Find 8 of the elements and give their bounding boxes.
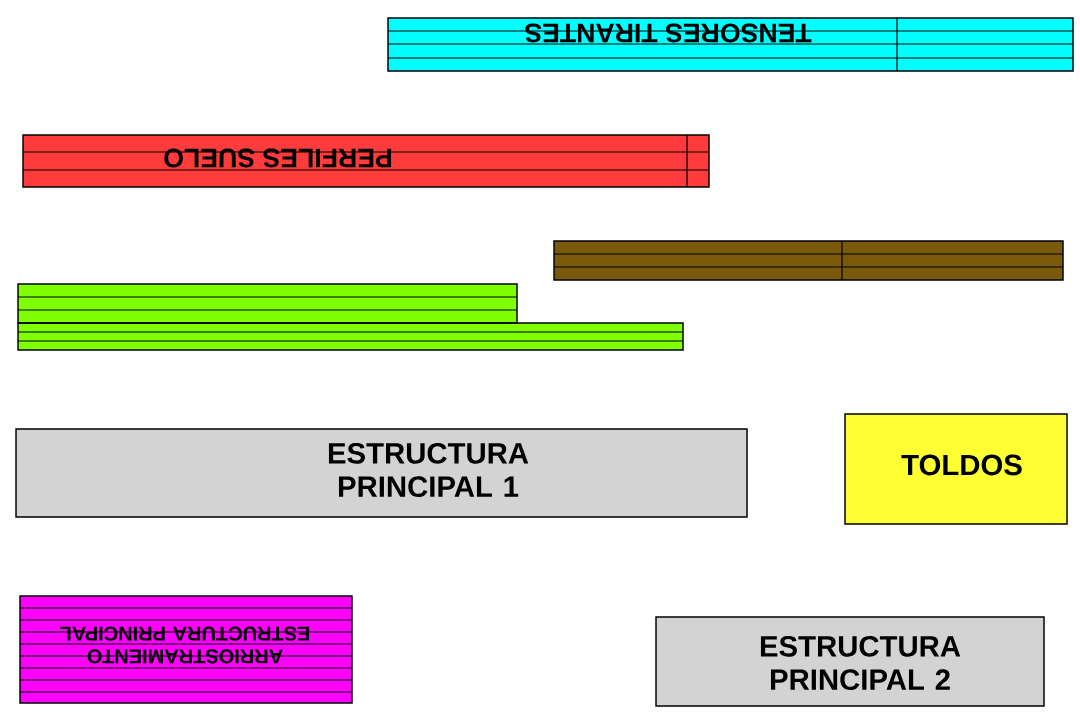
labeled-bar: ESTRUCTURA PRINCIPAL 2 (655, 616, 1045, 707)
labeled-bar: TENSORES TIRANTES (387, 17, 1074, 72)
striped-bar (553, 240, 1064, 281)
labeled-bar: PERFILES SUELO (22, 134, 710, 188)
labeled-bar: ESTRUCTURA PRINCIPAL 1 (15, 428, 748, 518)
labeled-bar: TOLDOS (844, 413, 1068, 525)
labeled-bar: ARRIOSTRAMIENTO ESTRUCTURA PRINCIPAL (19, 595, 353, 704)
striped-bar (17, 283, 684, 351)
